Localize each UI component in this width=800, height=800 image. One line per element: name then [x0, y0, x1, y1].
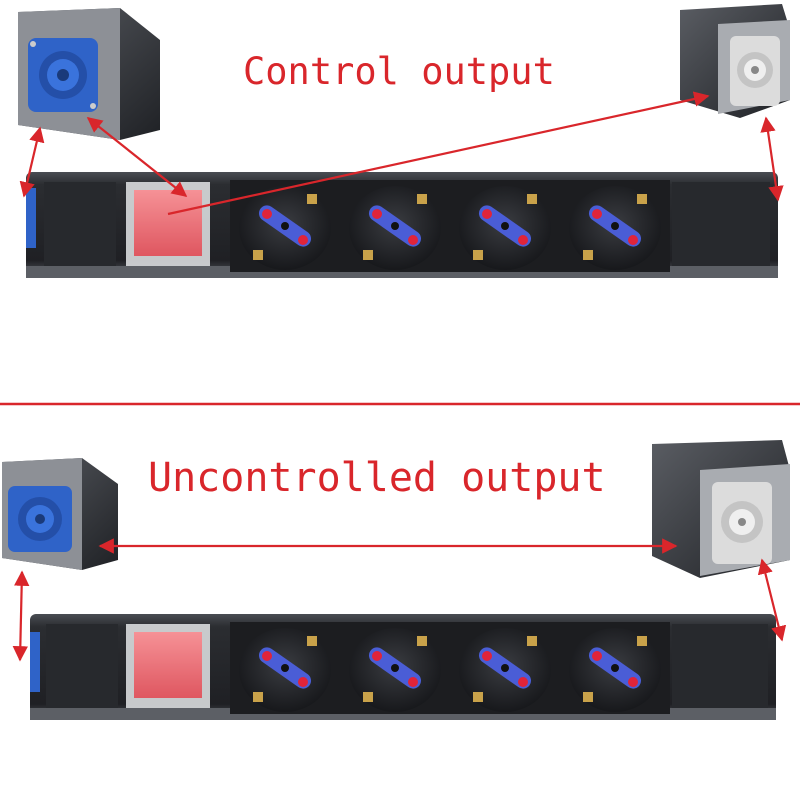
panel-bottom [2, 440, 790, 720]
socket-3 [450, 622, 560, 714]
socket-1 [230, 180, 340, 272]
socket-1 [230, 622, 340, 714]
power-strip-bottom [30, 614, 776, 720]
uncontrolled-output-caption: Uncontrolled output [148, 455, 606, 501]
power-strip-top [26, 172, 778, 278]
input-connector-box-bottom [2, 458, 118, 570]
output-connector-box-bottom [652, 440, 790, 578]
socket-4 [560, 180, 670, 272]
socket-3 [450, 180, 560, 272]
socket-row-bottom [230, 622, 670, 714]
socket-2 [340, 622, 450, 714]
control-output-caption: Control output [243, 50, 555, 93]
panel-top [18, 4, 790, 278]
connection-arrows-bottom [12, 538, 787, 662]
socket-2 [340, 180, 450, 272]
power-switch-bottom [126, 624, 210, 708]
output-connector-box-top [680, 4, 790, 118]
socket-row-top [230, 180, 670, 272]
connection-arrows-top [19, 91, 784, 216]
input-connector-box-top [18, 8, 160, 140]
socket-4 [560, 622, 670, 714]
power-switch-top [126, 182, 210, 266]
